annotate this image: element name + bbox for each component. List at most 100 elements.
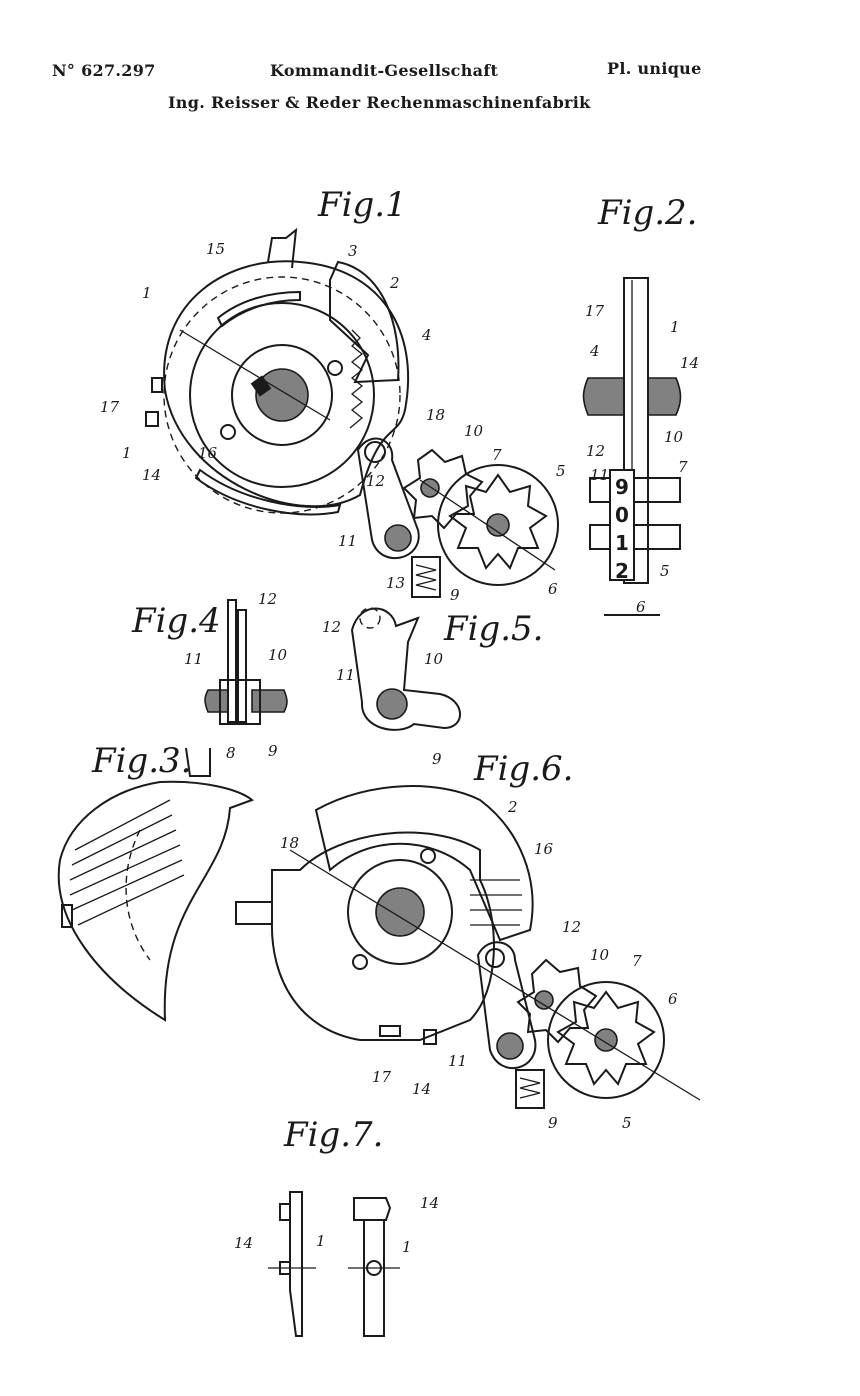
- fig2-ref-1: 1: [670, 318, 680, 336]
- company-name-line2: Ing. Reisser & Reder Rechenmaschinenfabr…: [168, 93, 591, 112]
- fig1-ref-3: 3: [348, 242, 358, 260]
- fig4-ref-10: 10: [268, 646, 288, 664]
- fig4-shaft-right: [251, 689, 288, 713]
- fig5-ref-11: 11: [336, 666, 355, 684]
- fig1-ref-9: 9: [450, 586, 460, 604]
- fig1-ref-4: 4: [421, 326, 432, 344]
- fig3-top-stub: [185, 747, 211, 777]
- fig6-axis-line: [289, 849, 701, 1101]
- fig2-label: Fig.2.: [597, 193, 697, 233]
- patent-number: N° 627.297: [52, 61, 156, 80]
- fig2-ref-11: 11: [590, 466, 609, 484]
- fig6-ref-10: 10: [590, 946, 610, 964]
- fig6-gear-7: [516, 958, 598, 1044]
- figure-6: Fig.6. 2 18 16 12 10 7 6 11 17 14 9 5: [235, 749, 701, 1132]
- fig6-star-5: [556, 990, 656, 1086]
- fig1-gear-7: [402, 448, 484, 530]
- fig1-ref-6: 6: [548, 580, 558, 598]
- fig1-outer-disc: [163, 260, 410, 508]
- fig4-shaft-left: [204, 689, 229, 713]
- fig4-label: Fig.4: [131, 601, 221, 641]
- fig1-screw-1: [327, 360, 343, 376]
- fig1-ref-16: 16: [198, 444, 218, 462]
- fig2-ref-5: 5: [660, 562, 670, 580]
- fig1-hub: [231, 344, 333, 446]
- fig6-main-disc: [270, 831, 495, 1041]
- fig7-ref-1-right: 1: [402, 1238, 412, 1256]
- fig6-ref-7: 7: [632, 952, 642, 970]
- fig1-wheel-6: [437, 464, 559, 586]
- fig1-ref-17: 17: [100, 398, 120, 416]
- fig6-pin-row: [470, 879, 522, 926]
- fig1-ref-2: 2: [389, 274, 400, 292]
- figure-2: Fig.2. 9 0 1 2 17 1 4 14 12 10 11 7 5 6: [582, 193, 699, 616]
- fig6-lever-11: [476, 941, 537, 1069]
- fig6-gear-7-hub: [534, 990, 554, 1010]
- fig6-shaft: [375, 887, 425, 937]
- fig1-plate-2: [329, 260, 400, 384]
- fig1-axis-line-2: [419, 479, 556, 571]
- fig4-hub: [219, 679, 261, 725]
- fig2-ref-10: 10: [664, 428, 684, 446]
- fig6-side-stub: [235, 901, 273, 925]
- fig5-ref-9: 9: [432, 750, 442, 768]
- fig1-rack-teeth: [349, 329, 364, 429]
- fig4-ref-8: 8: [226, 744, 236, 762]
- fig1-ring: [189, 302, 375, 488]
- fig1-pin-14: [145, 411, 159, 427]
- fig6-hub: [347, 859, 453, 965]
- fig1-slot-upper: [216, 290, 301, 328]
- fig1-ref-18: 18: [426, 406, 445, 424]
- fig1-top-stub: [267, 227, 298, 269]
- fig5-label: Fig.5.: [443, 609, 543, 649]
- fig2-ref-12: 12: [586, 442, 605, 460]
- figure-1: Fig.1: [100, 185, 566, 604]
- fig6-pivot-12: [485, 948, 505, 968]
- fig2-digit-1: 1: [615, 531, 629, 555]
- fig3-dashed-arc: [125, 829, 151, 961]
- fig6-ref-6: 6: [668, 990, 678, 1008]
- fig1-screw-2: [220, 424, 236, 440]
- fig1-ref-14: 14: [142, 466, 161, 484]
- fig6-screw-2: [352, 954, 368, 970]
- fig1-lever-11: [356, 437, 420, 559]
- fig1-key: [250, 375, 272, 397]
- fig6-lever-shaft: [496, 1032, 524, 1060]
- fig2-ref-4: 4: [589, 342, 600, 360]
- fig1-axis-line: [179, 329, 331, 421]
- fig6-wheel-hub: [594, 1028, 618, 1052]
- fig7-right-pin: [363, 1219, 385, 1337]
- fig1-ref-15: 15: [206, 240, 225, 258]
- fig2-ref-17: 17: [585, 302, 605, 320]
- fig6-ref-12: 12: [562, 918, 581, 936]
- fig5-pivot-12: [359, 607, 381, 629]
- fig5-shaft: [376, 688, 408, 720]
- figure-7: Fig.7. 14 1 14 1: [234, 1115, 439, 1337]
- fig1-lever-shaft: [384, 524, 412, 552]
- fig1-ref-1-top: 1: [142, 284, 152, 302]
- fig6-ref-2: 2: [507, 798, 518, 816]
- fig2-column: [623, 277, 649, 584]
- fig1-shaft: [255, 368, 309, 422]
- fig1-ref-11: 11: [338, 532, 357, 550]
- fig3-edge-pin: [61, 904, 73, 928]
- fig7-ref-1-left: 1: [316, 1232, 326, 1250]
- fig2-digit-wheel: [609, 469, 635, 581]
- fig3-pin-row: [69, 799, 185, 926]
- fig1-ref-5: 5: [556, 462, 566, 480]
- fig6-label: Fig.6.: [473, 749, 573, 789]
- fig6-ref-18: 18: [280, 834, 299, 852]
- fig6-ref-9: 9: [548, 1114, 558, 1132]
- fig6-ref-17: 17: [372, 1068, 392, 1086]
- fig1-ref-13: 13: [386, 574, 405, 592]
- fig6-pin-17: [379, 1025, 401, 1037]
- fig6-wheel-6: [547, 981, 665, 1099]
- fig6-plate-2: [314, 785, 534, 942]
- figure-5: Fig.5. 12 11 10 9: [322, 607, 543, 768]
- figure-4: Fig.4 12 11 10 8 9: [131, 590, 288, 762]
- fig1-star-5: [448, 473, 548, 570]
- fig2-digit-0: 0: [615, 503, 629, 527]
- fig7-label: Fig.7.: [283, 1115, 383, 1155]
- fig1-ref-7: 7: [492, 446, 502, 464]
- fig4-plate-10: [237, 609, 247, 723]
